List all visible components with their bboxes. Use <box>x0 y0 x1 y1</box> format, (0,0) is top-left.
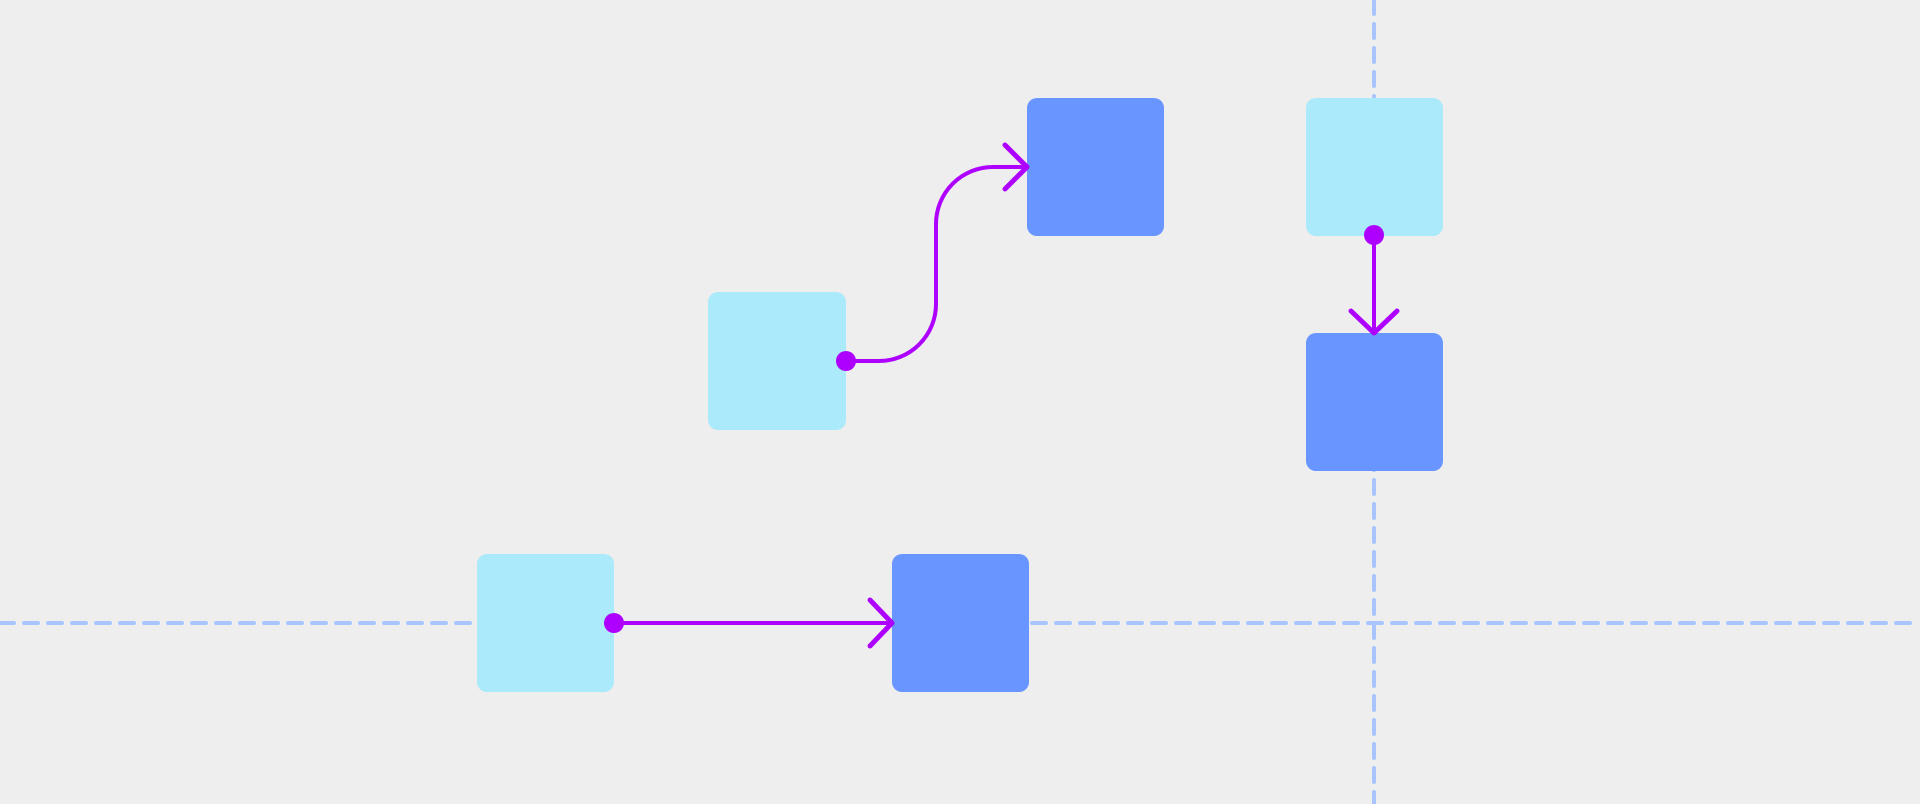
source-node[interactable] <box>1306 98 1443 236</box>
source-node[interactable] <box>708 292 846 430</box>
connector-start-handle[interactable] <box>1364 225 1384 245</box>
arrowhead-icon <box>1348 308 1400 336</box>
connector-start-handle[interactable] <box>604 613 624 633</box>
target-node[interactable] <box>892 554 1029 692</box>
connector-start-handle[interactable] <box>836 351 856 371</box>
target-node[interactable] <box>1027 98 1164 236</box>
target-node[interactable] <box>1306 333 1443 471</box>
source-node[interactable] <box>477 554 614 692</box>
arrowhead-icon <box>867 597 895 649</box>
curved-connector[interactable] <box>844 165 1029 363</box>
arrowhead-icon <box>1002 142 1030 192</box>
